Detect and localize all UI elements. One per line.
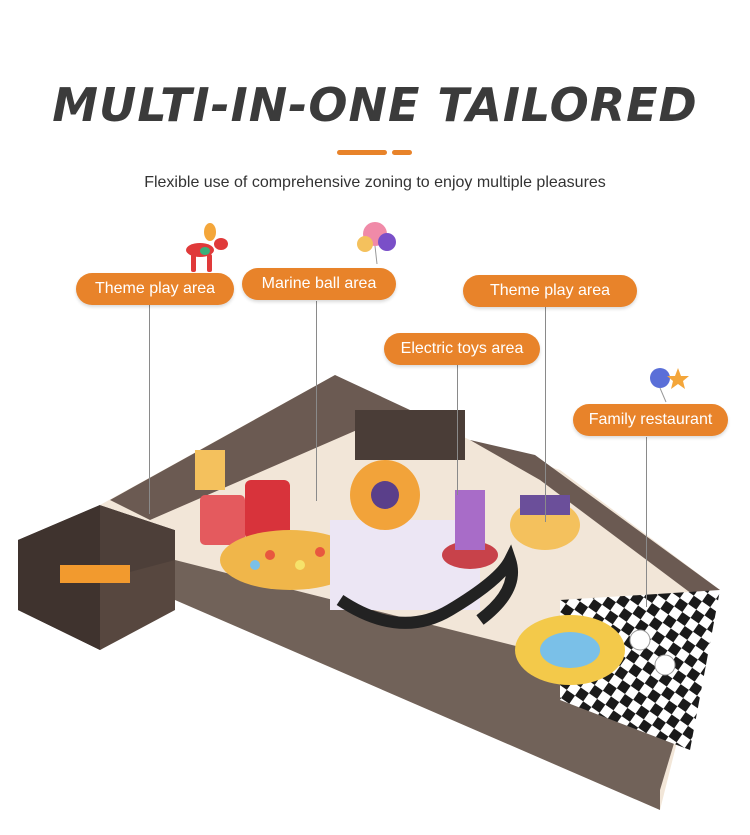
leader-line-theme-right bbox=[545, 307, 546, 522]
leader-line-electric bbox=[457, 365, 458, 495]
table bbox=[629, 629, 651, 651]
central-block bbox=[355, 410, 465, 460]
leader-line-restaurant bbox=[646, 437, 647, 607]
back-wall bbox=[110, 375, 410, 520]
area-label-theme-play-right: Theme play area bbox=[463, 275, 637, 307]
balloons-icon bbox=[357, 222, 396, 265]
balloon-star-icon bbox=[650, 368, 689, 403]
tower bbox=[195, 450, 225, 490]
page-subtitle: Flexible use of comprehensive zoning to … bbox=[144, 174, 606, 191]
red-slide bbox=[245, 480, 290, 540]
area-label-marine-ball: Marine ball area bbox=[242, 268, 396, 300]
page-title: MULTI-IN-ONE TAILORED bbox=[52, 78, 698, 132]
balloon-dog-icon bbox=[186, 223, 228, 272]
area-label-theme-play-left: Theme play area bbox=[76, 273, 234, 305]
orange-corridor bbox=[60, 565, 130, 583]
right-wall bbox=[470, 440, 720, 600]
area-label-electric-toys: Electric toys area bbox=[384, 333, 540, 365]
leader-line-marine bbox=[316, 301, 317, 501]
title-accent-long bbox=[337, 150, 387, 155]
candy-house bbox=[200, 495, 245, 545]
ball-pit bbox=[220, 530, 360, 590]
race-track bbox=[336, 544, 518, 629]
area-label-family-restaurant: Family restaurant bbox=[573, 404, 728, 436]
title-accent-short bbox=[392, 150, 412, 155]
leader-line-theme-left bbox=[149, 304, 150, 514]
left-block bbox=[18, 505, 100, 650]
front-wall bbox=[175, 560, 690, 810]
